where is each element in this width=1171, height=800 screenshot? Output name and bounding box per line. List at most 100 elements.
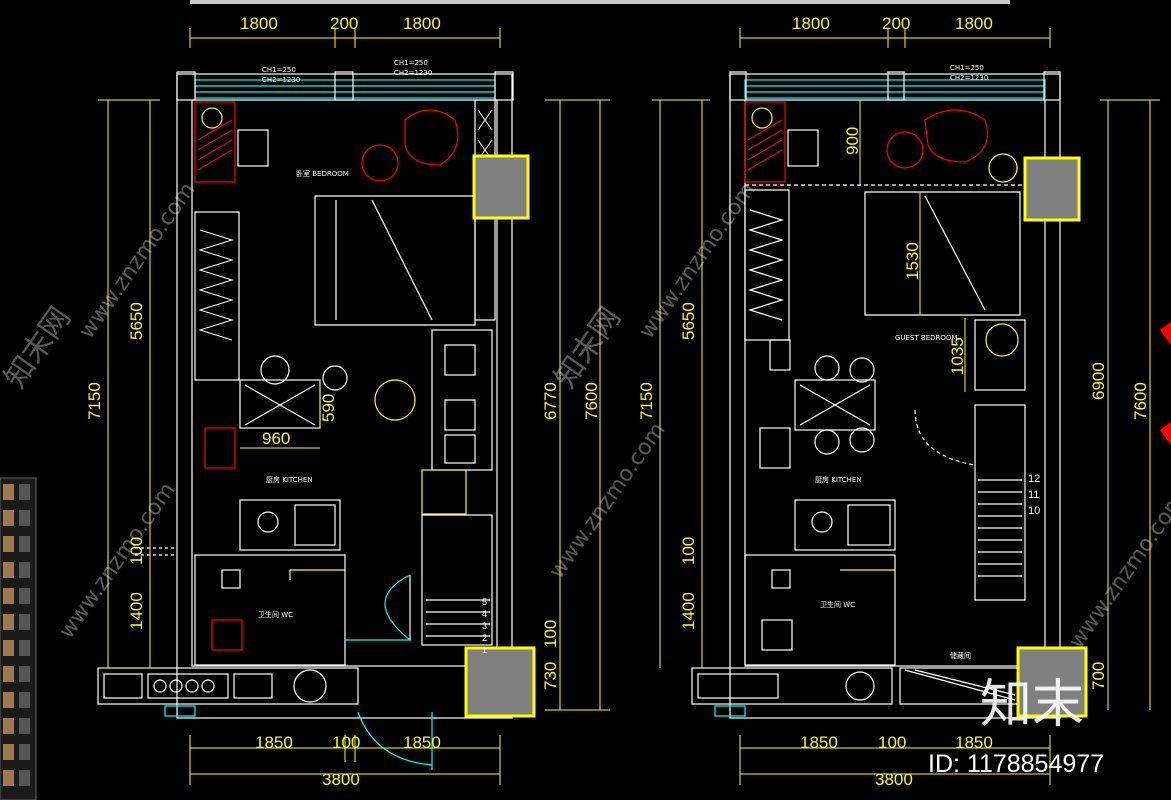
panel-swatch[interactable] [19,770,30,786]
left-dim-upper: 5650 [127,302,146,340]
right-dim-upper: 5650 [679,302,698,340]
left-window-note-3: CH1=250 [394,59,428,67]
left-dim-lower-a: 730 [541,662,560,690]
right-wc-room [744,554,896,666]
panel-swatch[interactable] [3,536,14,552]
left-dim-total-right: 7600 [582,382,601,420]
left-outer-wall [176,73,513,719]
left-red-stool [361,144,399,182]
left-room-kitchen: 厨房 KITCHEN [266,475,313,484]
layer-panel[interactable] [0,477,37,800]
panel-swatch[interactable] [3,770,14,786]
panel-swatch[interactable] [3,510,14,526]
right-bottom-dim-2: 100 [878,733,906,752]
right-top-dim-3: 1800 [955,14,993,33]
right-window [744,79,1046,99]
right-stair-num-12: 12 [1028,473,1040,485]
right-column-bottom [1016,646,1088,718]
right-dim-lower-a: 700 [1089,662,1108,690]
panel-swatch[interactable] [3,718,14,734]
right-red-stool [886,131,924,169]
right-dimension-labels: 1800 200 1800 1850 100 1850 3800 7150 56… [637,14,1150,789]
left-stair-num-5: 5 [482,597,487,607]
left-bottom-dim-3: 1850 [403,733,441,752]
left-bottom-dim-2: 100 [332,733,360,752]
panel-swatch[interactable] [19,666,30,682]
right-dimensions [652,28,1160,785]
left-stair [421,514,493,646]
right-bed [864,191,1021,316]
left-inner-dim-590: 590 [319,394,338,422]
panel-swatch[interactable] [19,640,30,656]
left-window-note-2: CH2=1230 [262,76,300,84]
right-bottom-dim-3: 1850 [955,733,993,752]
right-room-wc: 卫生间 WC [820,600,855,609]
left-column-top [472,154,530,220]
left-red-armchair [404,109,459,166]
right-column-top [1023,156,1081,222]
left-dim-mid: 100 [127,537,146,565]
right-window-note-1: CH1=250 [950,64,984,72]
right-top-dim-2: 200 [882,14,910,33]
left-bottom-total: 3800 [322,770,360,789]
panel-swatch[interactable] [19,718,30,734]
right-red-armchair [924,109,989,163]
right-outer-wall [729,73,1061,719]
left-stair-num-2: 2 [482,633,487,643]
panel-swatch[interactable] [3,640,14,656]
left-bed [314,195,476,326]
right-dim-total: 7150 [637,382,656,420]
left-window-note-4: CH2=1230 [394,69,432,77]
panel-swatch[interactable] [19,588,30,604]
panel-swatch[interactable] [19,614,30,630]
panel-swatch[interactable] [19,510,30,526]
panel-swatch[interactable] [3,484,14,500]
panel-swatch[interactable] [3,614,14,630]
right-dim-lower: 1400 [679,592,698,630]
panel-swatch[interactable] [19,744,30,760]
panel-swatch[interactable] [19,692,30,708]
left-inner-dim-960: 960 [262,429,290,448]
left-floor-plan [97,71,536,770]
right-room-guest-bedroom: GUEST BEDROOM [895,334,957,342]
left-stair-num-3: 3 [482,621,487,631]
left-top-dim-1: 1800 [240,14,278,33]
panel-swatch[interactable] [3,666,14,682]
left-room-bedroom: 卧室 BEDROOM [296,169,349,178]
watermark-id: ID: 1178854977 [928,750,1104,778]
left-dim-lower: 1400 [127,592,146,630]
red-marker-1 [1160,322,1171,345]
panel-swatch[interactable] [19,562,30,578]
left-bottom-vanity [97,667,359,705]
panel-swatch[interactable] [3,692,14,708]
left-dim-inner-right: 6770 [541,382,560,420]
right-bottom-total: 3800 [875,770,913,789]
right-dim-inner-right: 6900 [1089,362,1108,400]
left-bottom-dim-1: 1850 [255,733,293,752]
left-dim-total: 7150 [85,382,104,420]
left-round-table [374,379,416,421]
right-stair-num-11: 11 [1028,489,1039,501]
left-room-wc: 卫生间 WC [258,610,293,619]
right-inner-dim-1530: 1530 [903,242,922,280]
right-dim-mid: 100 [679,537,698,565]
panel-swatch[interactable] [19,536,30,552]
panel-swatch[interactable] [3,744,14,760]
panel-swatch[interactable] [3,588,14,604]
right-inner-dim-1035: 1035 [948,337,967,375]
panel-swatch[interactable] [3,562,14,578]
left-stair-num-4: 4 [482,609,487,619]
red-marker-2 [1160,422,1171,445]
right-window-note-2: CH2=1230 [950,74,988,82]
left-stair-num-1: 1 [482,645,487,655]
right-room-kitchen: 厨房 KITCHEN [815,475,862,484]
right-stair-num-10: 10 [1028,505,1040,517]
panel-swatch[interactable] [19,484,30,500]
left-column-bottom [464,646,536,718]
right-bottom-dim-1: 1850 [800,733,838,752]
left-wc-room [194,554,346,666]
left-sink [204,427,236,469]
left-window-note-1: CH1=250 [262,66,296,74]
top-tab-strip [190,0,1010,4]
